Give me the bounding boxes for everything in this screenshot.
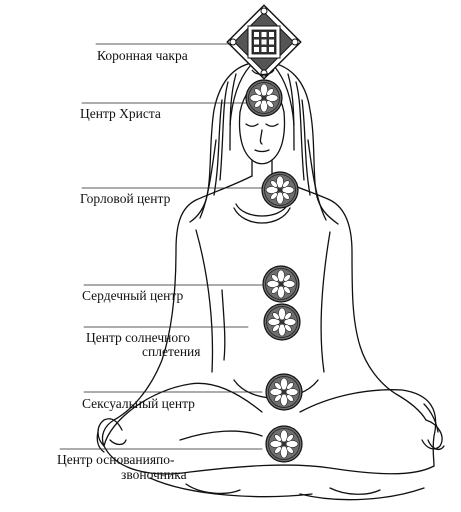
label-solar-plexus-line2: сплетения	[142, 344, 201, 359]
face-outline	[238, 111, 286, 165]
left-hand	[97, 418, 127, 447]
label-base-line2: звоночника	[121, 467, 187, 482]
label-solar-plexus-line1: Центр солнечного	[86, 330, 191, 345]
label-base-line1: Центр основанияпо-	[57, 452, 175, 467]
necklace	[235, 203, 289, 217]
crown-chakra-icon	[226, 4, 302, 80]
leader-lines	[59, 43, 263, 450]
christ-chakra-icon	[245, 79, 283, 117]
label-heart-center: Сердечный центр	[82, 288, 184, 303]
hair-outline	[189, 61, 339, 225]
label-christ-center: Центр Христа	[80, 106, 161, 121]
label-crown-chakra: Коронная чакра	[97, 48, 188, 63]
right-hand	[421, 419, 445, 451]
heart-chakra-icon	[262, 265, 300, 303]
throat-chakra-icon	[261, 171, 299, 209]
label-sacral-center: Сексуальный центр	[82, 396, 195, 411]
solar-plexus-chakra-icon	[263, 303, 301, 341]
sacral-chakra-icon	[265, 373, 303, 411]
legs-outline	[103, 445, 435, 475]
base-chakra-icon	[265, 425, 303, 463]
label-throat-center: Горловой центр	[80, 191, 171, 206]
